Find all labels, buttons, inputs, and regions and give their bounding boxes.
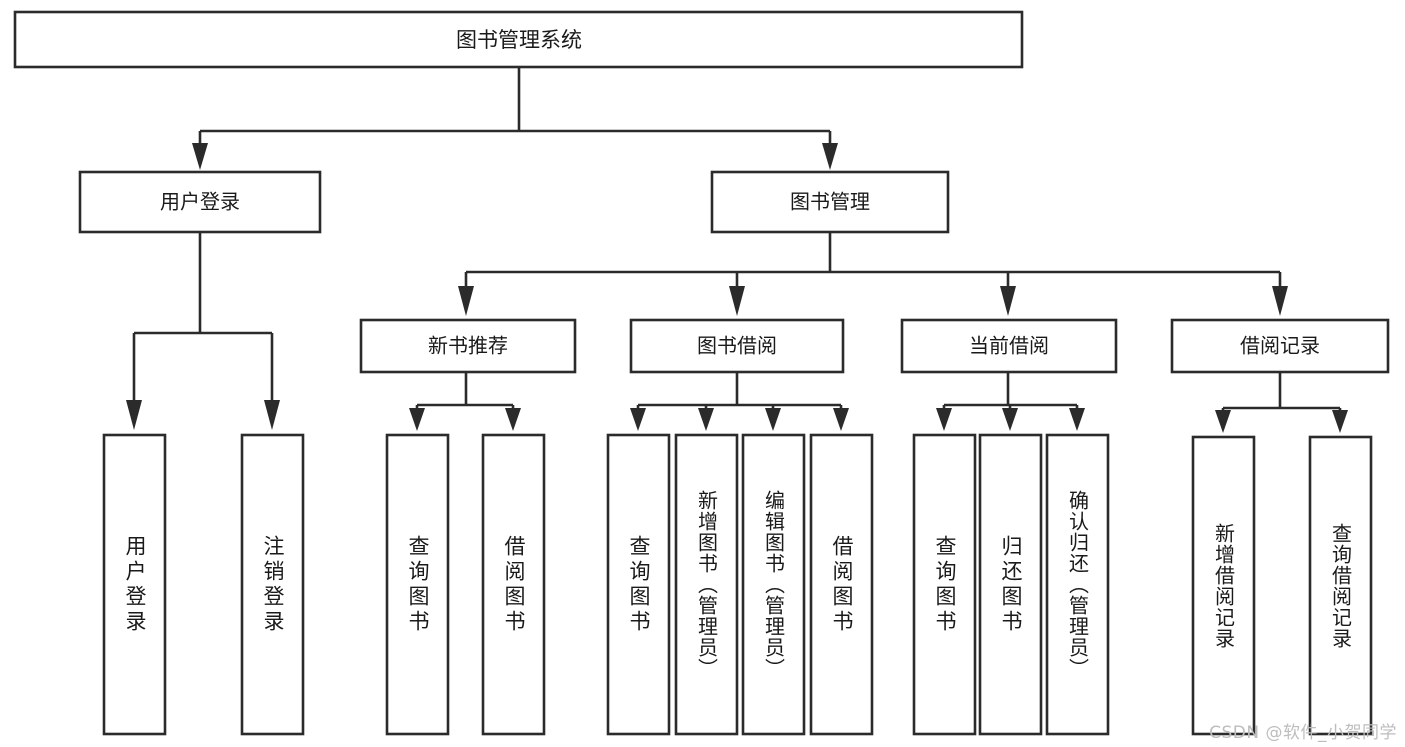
connector-group-userlogin (126, 232, 280, 430)
node-new-book-recommend-label: 新书推荐 (428, 334, 508, 358)
node-new-book-recommend-box[interactable] (359, 318, 577, 374)
leaf-box-new-book-2[interactable] (481, 433, 546, 736)
connector-group-record (1215, 372, 1348, 433)
arrowhead-userlogin-leaf-2 (264, 400, 280, 430)
connector-group-current (936, 372, 1085, 431)
leaf-box-book-borrow-1[interactable] (606, 433, 671, 736)
arrowhead-record-leaf-2 (1332, 410, 1348, 433)
arrowhead-current-leaf-1 (936, 408, 952, 431)
connector-group-borrow (630, 372, 849, 431)
leaf-box-user-login-2[interactable] (240, 433, 305, 736)
arrowhead-userlogin-leaf-1 (126, 400, 142, 430)
leaf-box-borrow-record-1[interactable] (1191, 435, 1256, 736)
arrowhead-record-leaf-1 (1215, 410, 1231, 433)
node-book-borrow-box[interactable] (629, 318, 845, 374)
leaf-box-borrow-record-2[interactable] (1308, 435, 1373, 736)
arrowhead-bookmgmt-child-3 (1000, 286, 1016, 316)
leaf-box-current-borrow-2[interactable] (978, 433, 1043, 736)
arrowhead-bookmgmt-child-1 (458, 286, 474, 316)
node-current-borrow-label: 当前借阅 (969, 334, 1049, 358)
arrowhead-current-leaf-2 (1002, 408, 1018, 431)
node-current-borrow-box[interactable] (900, 318, 1118, 374)
node-book-management-box[interactable] (710, 170, 950, 234)
node-user-login-box[interactable] (78, 170, 322, 234)
node-user-login-label: 用户登录 (160, 190, 240, 214)
arrowhead-current-leaf-3 (1069, 408, 1085, 431)
connector-group-bookmgmt (458, 232, 1288, 316)
watermark-text: CSDN @软件_小贺同学 (1209, 723, 1397, 743)
arrowhead-borrow-leaf-4 (833, 408, 849, 431)
leaf-box-user-login-1[interactable] (102, 433, 167, 736)
leaf-box-book-borrow-3[interactable] (741, 433, 806, 736)
node-book-borrow[interactable]: 图书借阅 (629, 318, 845, 374)
leaf-box-book-borrow-2[interactable] (674, 433, 739, 736)
connector-group-root (192, 67, 838, 170)
arrowhead-borrow-leaf-3 (765, 408, 781, 431)
arrowhead-root-to-userlogin (192, 143, 208, 170)
node-current-borrow[interactable]: 当前借阅 (900, 318, 1118, 374)
node-borrow-record[interactable]: 借阅记录 (1170, 318, 1390, 374)
node-root[interactable]: 图书管理系统 (13, 10, 1024, 69)
node-user-login[interactable]: 用户登录 (78, 170, 322, 234)
arrowhead-root-to-bookmgmt (822, 143, 838, 170)
node-root-box[interactable] (13, 10, 1024, 69)
arrowhead-bookmgmt-child-4 (1272, 286, 1288, 316)
node-book-management[interactable]: 图书管理 (710, 170, 950, 234)
leaf-box-new-book-1[interactable] (385, 433, 450, 736)
arrowhead-borrow-leaf-2 (698, 408, 714, 431)
leaf-box-current-borrow-1[interactable] (912, 433, 977, 736)
node-root-label: 图书管理系统 (456, 28, 582, 52)
arrowhead-borrow-leaf-1 (630, 408, 646, 431)
node-borrow-record-label: 借阅记录 (1240, 334, 1320, 358)
leaf-box-book-borrow-4[interactable] (809, 433, 874, 736)
node-new-book-recommend[interactable]: 新书推荐 (359, 318, 577, 374)
node-book-borrow-label: 图书借阅 (697, 334, 777, 358)
arrowhead-bookmgmt-child-2 (729, 286, 745, 316)
arrowhead-newbook-leaf-1 (409, 408, 425, 431)
connector-group-newbook (409, 372, 521, 431)
node-borrow-record-box[interactable] (1170, 318, 1390, 374)
node-book-management-label: 图书管理 (790, 190, 870, 214)
leaf-box-current-borrow-3[interactable] (1045, 433, 1110, 736)
arrowhead-newbook-leaf-2 (505, 408, 521, 431)
